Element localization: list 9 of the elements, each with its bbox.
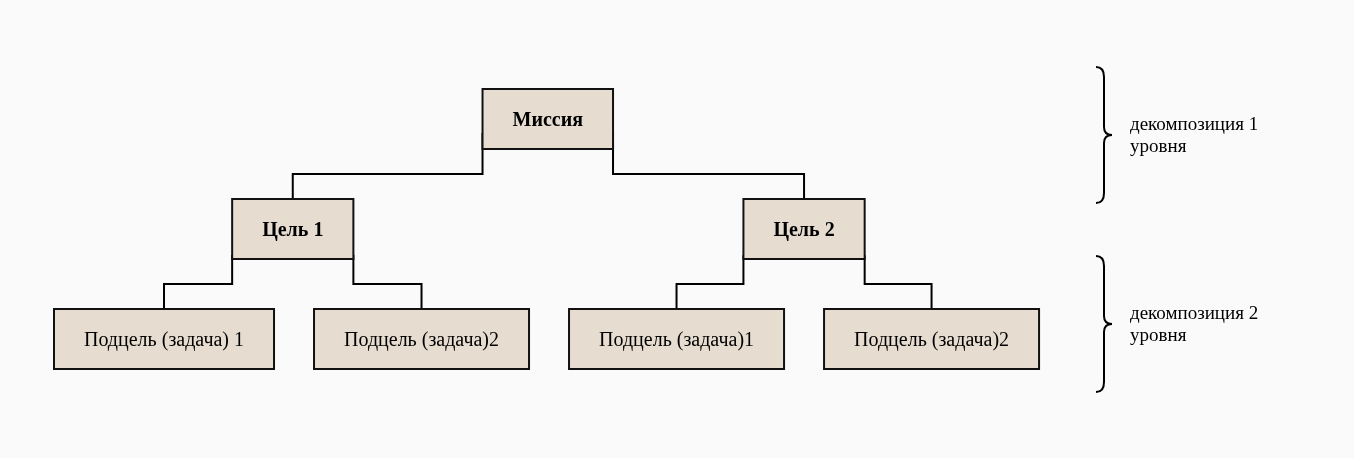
node-box: Цель 1 — [231, 198, 355, 260]
node-box: Подцель (задача)2 — [313, 308, 531, 370]
node-box: Подцель (задача)2 — [823, 308, 1041, 370]
node-box: Миссия — [482, 88, 615, 150]
node-box: Цель 2 — [742, 198, 867, 260]
level-note: декомпозиция 2 уровня — [1130, 301, 1260, 346]
node-box: Подцель (задача) 1 — [53, 308, 276, 370]
node-box: Подцель (задача)1 — [568, 308, 786, 370]
level-note: декомпозиция 1 уровня — [1130, 112, 1260, 157]
